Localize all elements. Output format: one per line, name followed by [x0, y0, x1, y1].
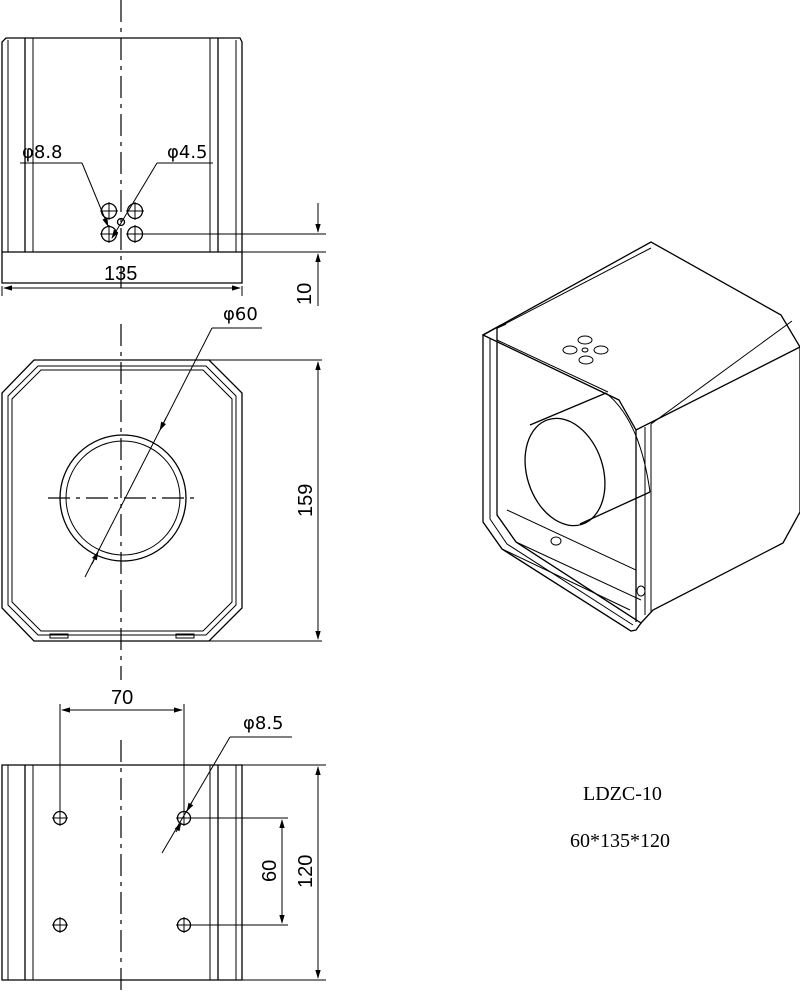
model-label: LDZC-10: [583, 783, 662, 805]
width-label: 135: [104, 263, 137, 285]
dimension-height-159: 159: [295, 361, 321, 640]
leader-hole-small: φ4.5: [111, 142, 213, 239]
iso-pipe: [524, 392, 651, 527]
hole-small-label: φ4.5: [167, 142, 208, 163]
pipe-label: φ60: [223, 304, 258, 325]
front-view: φ8.8 φ4.5 135 10: [1, 0, 326, 306]
title-block: LDZC-10 60*135*120: [570, 783, 670, 852]
size-label: 60*135*120: [570, 830, 670, 852]
front-view-outline: [1, 37, 243, 284]
bottom-view: 70 φ8.5 60 120: [1, 687, 326, 994]
hole-bottom-label: φ8.5: [243, 713, 284, 734]
front-view-holes: [100, 202, 144, 243]
spacing-x-label: 70: [111, 687, 133, 709]
dimension-spacing-x: 70: [59, 687, 185, 812]
bottom-view-outline: [1, 764, 243, 981]
leader-hole-bottom: φ8.5: [161, 713, 292, 854]
side-view: φ60 159: [1, 304, 322, 680]
dimension-height-120: 120: [242, 764, 326, 981]
height-159-label: 159: [295, 484, 317, 517]
spacing-y-label: 60: [259, 860, 281, 882]
iso-right-face: [640, 347, 800, 624]
leader-hole-large: φ8.8: [20, 142, 109, 227]
dimension-height-10: 10: [137, 203, 326, 306]
hole-large-label: φ8.8: [22, 142, 63, 163]
dimension-spacing-y: 60: [192, 817, 288, 926]
dimension-width: 135: [1, 263, 243, 296]
side-view-outline: [1, 359, 243, 642]
iso-top-face: [481, 241, 800, 431]
leader-pipe: φ60: [84, 304, 262, 578]
bottom-view-holes: [52, 810, 192, 933]
isometric-view: [481, 241, 800, 632]
height-120-label: 120: [295, 855, 317, 888]
height-10-label: 10: [294, 283, 316, 305]
